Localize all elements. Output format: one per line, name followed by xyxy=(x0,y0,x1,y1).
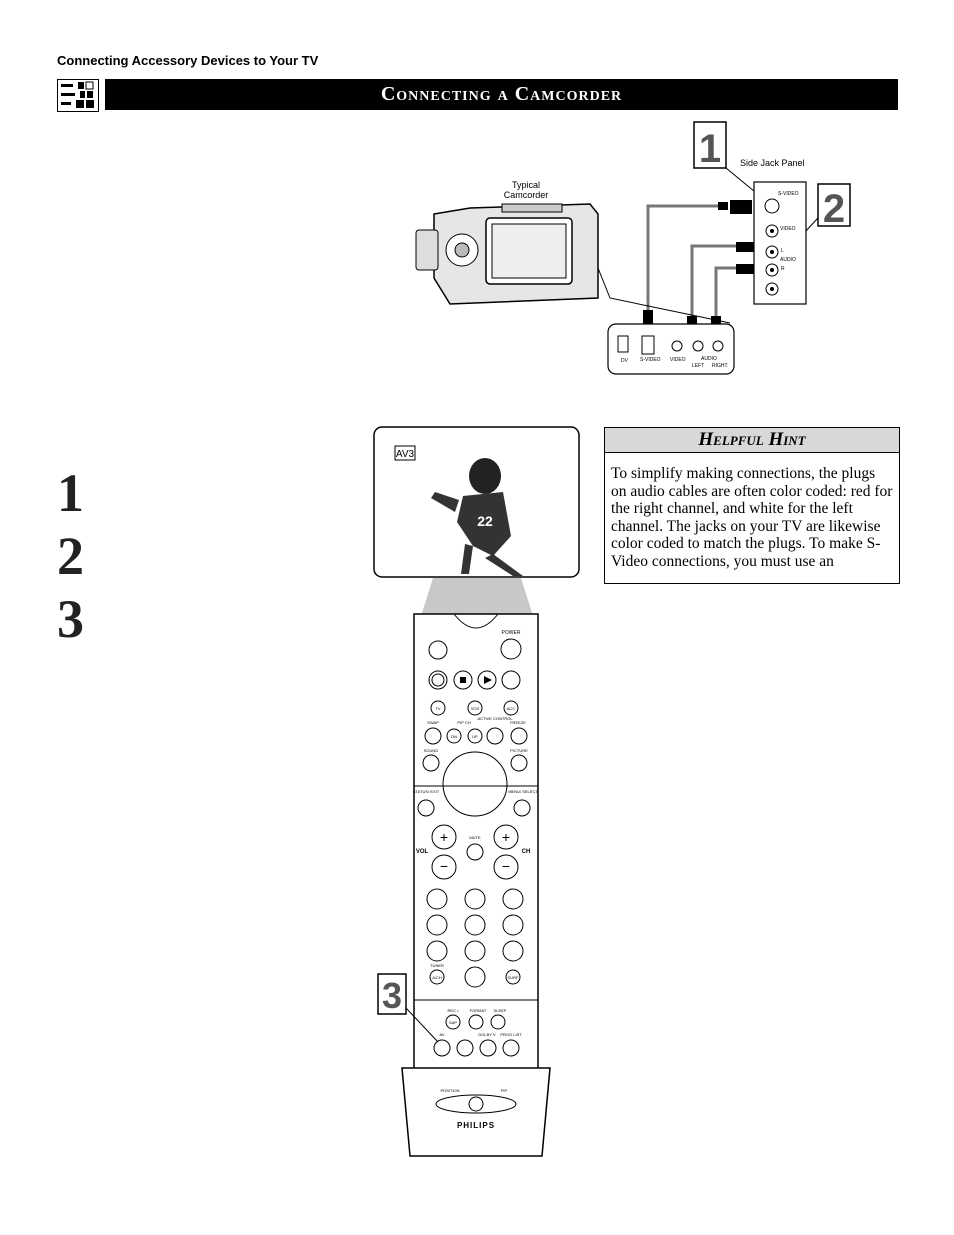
screen-label: AV3 xyxy=(396,449,415,460)
section-header: Connecting Accessory Devices to Your TV xyxy=(57,53,319,68)
svg-text:SAP: SAP xyxy=(449,1020,457,1025)
svg-text:RIGHT: RIGHT xyxy=(712,363,728,369)
step-2: 2 xyxy=(57,526,84,586)
svg-text:Camcorder: Camcorder xyxy=(504,190,549,200)
svg-text:DV: DV xyxy=(621,358,629,364)
svg-text:AUDIO: AUDIO xyxy=(780,257,796,263)
svg-text:+: + xyxy=(440,829,448,845)
camcorder-jack-panel: DV S-VIDEO VIDEO AUDIO LEFT RIGHT xyxy=(607,323,735,375)
connection-diagram: 1 Side Jack Panel 2 S-VIDEO VIDEO L AUDI… xyxy=(415,121,851,375)
svg-text:PIP: PIP xyxy=(501,1088,508,1093)
svg-text:POSITION: POSITION xyxy=(440,1088,459,1093)
svg-text:FREEZE: FREEZE xyxy=(510,720,526,725)
svg-text:MENU/ SELECT: MENU/ SELECT xyxy=(508,789,538,794)
svg-text:PICTURE: PICTURE xyxy=(510,748,528,753)
side-jack-panel-label: Side Jack Panel xyxy=(740,158,805,168)
svg-text:A/CH: A/CH xyxy=(432,975,442,980)
svg-text:AUDIO: AUDIO xyxy=(701,356,717,362)
side-jack-panel: S-VIDEO VIDEO L AUDIO R xyxy=(753,181,807,305)
step-3: 3 xyxy=(57,589,84,649)
svg-text:MUTE: MUTE xyxy=(469,835,481,840)
camcorder-illustration: Typical Camcorder xyxy=(415,180,731,324)
svg-text:Typical: Typical xyxy=(512,180,540,190)
svg-text:SLEEP: SLEEP xyxy=(494,1008,507,1013)
number-keypad xyxy=(426,888,524,988)
svg-text:VIDEO: VIDEO xyxy=(670,357,686,363)
svg-text:VCR: VCR xyxy=(471,706,480,711)
svg-text:CH: CH xyxy=(522,849,531,855)
svg-text:R: R xyxy=(781,266,785,272)
plugs xyxy=(643,200,754,344)
svg-text:SOUND: SOUND xyxy=(424,748,439,753)
svg-text:DOLBY V: DOLBY V xyxy=(478,1032,496,1037)
remote-control-illustration: POWER TV VCR ACC SWAP PIP CH ACTIVE CONT… xyxy=(377,613,551,1157)
connection-icon xyxy=(57,79,99,112)
svg-text:ACC: ACC xyxy=(507,706,516,711)
svg-text:REC •: REC • xyxy=(448,1008,460,1013)
step-1: 1 xyxy=(57,463,84,523)
svg-text:−: − xyxy=(440,858,448,874)
cables xyxy=(646,204,740,323)
svg-text:PROG LIST: PROG LIST xyxy=(500,1032,522,1037)
svg-text:VOL: VOL xyxy=(416,849,429,855)
transport-buttons xyxy=(428,670,521,690)
svg-text:2: 2 xyxy=(823,187,845,231)
svg-text:UP: UP xyxy=(472,734,478,739)
svg-text:PIP CH: PIP CH xyxy=(457,720,470,725)
callout-1: 1 xyxy=(693,121,761,197)
svg-text:STATUS/ EXIT: STATUS/ EXIT xyxy=(413,789,440,794)
svg-text:TV: TV xyxy=(435,706,440,711)
svg-text:L: L xyxy=(781,248,784,254)
svg-text:SURF: SURF xyxy=(508,975,519,980)
svg-text:LEFT: LEFT xyxy=(692,363,704,369)
page-title-text: Connecting a Camcorder xyxy=(380,83,623,105)
svg-text:+: + xyxy=(502,829,510,845)
svg-text:POWER: POWER xyxy=(502,630,521,636)
svg-text:3: 3 xyxy=(382,975,402,1016)
hint-title: Helpful Hint xyxy=(605,428,899,453)
svg-text:FORMAT: FORMAT xyxy=(470,1008,487,1013)
svg-text:22: 22 xyxy=(477,513,493,529)
svg-text:PHILIPS: PHILIPS xyxy=(457,1121,495,1130)
page-title: Connecting a Camcorder xyxy=(105,79,898,110)
svg-text:ACTIVE CONTROL: ACTIVE CONTROL xyxy=(477,716,513,721)
step-numbers: 1 2 3 xyxy=(57,462,84,651)
svg-text:S-VIDEO: S-VIDEO xyxy=(640,357,661,363)
tv-screen-illustration: AV3 22 xyxy=(373,426,580,616)
helpful-hint-box: Helpful Hint To simplify making connecti… xyxy=(604,427,900,584)
svg-text:VIDEO: VIDEO xyxy=(780,226,796,232)
hint-body: To simplify making connections, the plug… xyxy=(611,465,893,570)
svg-text:AV: AV xyxy=(439,1032,444,1037)
svg-text:DN: DN xyxy=(451,734,457,739)
callout-3: 3 xyxy=(377,973,439,1043)
svg-text:1: 1 xyxy=(699,127,721,171)
svg-text:TUNER: TUNER xyxy=(430,963,444,968)
svg-text:−: − xyxy=(502,858,510,874)
football-player-image: 22 xyxy=(431,458,523,576)
svg-text:S-VIDEO: S-VIDEO xyxy=(778,191,799,197)
svg-text:SWAP: SWAP xyxy=(427,720,439,725)
